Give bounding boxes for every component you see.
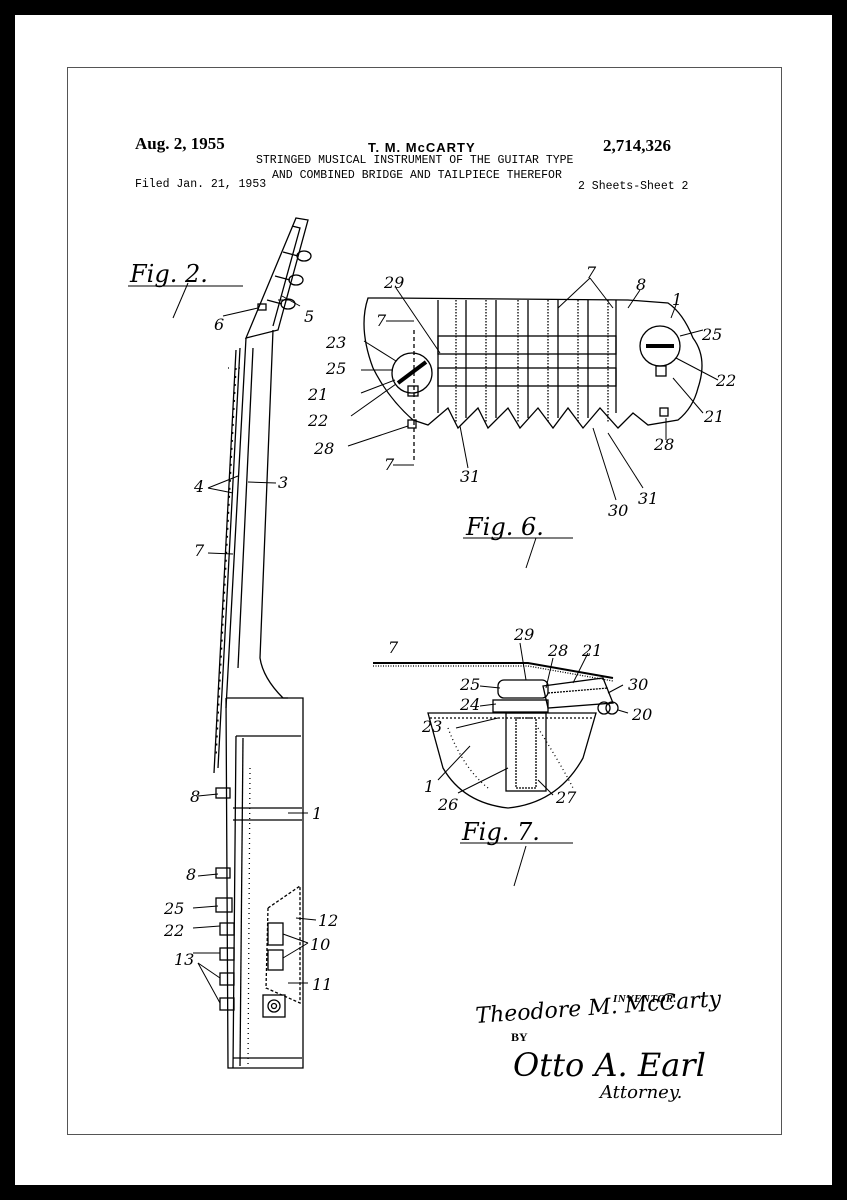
fig6-label: 28 xyxy=(653,435,674,454)
fig6-label: 21 xyxy=(703,407,724,426)
poster-mat: Aug. 2, 1955 T. M. McCARTY STRINGED MUSI… xyxy=(15,15,832,1185)
guitar-side-view xyxy=(213,217,312,1069)
fig6-label: 31 xyxy=(460,467,480,486)
fig7-label: 26 xyxy=(437,795,458,814)
fig7-label: 21 xyxy=(581,641,602,660)
fig2-title: Fig. 2. xyxy=(129,260,208,288)
fig2-label: 12 xyxy=(318,911,338,930)
fig2-leaders xyxy=(192,295,317,1004)
patent-number: 2,714,326 xyxy=(603,136,671,155)
fig6-label-group: 29 7 8 1 25 22 21 28 31 30 31 7 23 25 21… xyxy=(307,263,736,520)
fig7-label: 25 xyxy=(459,675,480,694)
fig7-label: 29 xyxy=(513,625,534,644)
fig7-leaders xyxy=(437,642,629,796)
fig6-label: 30 xyxy=(608,501,628,520)
title-line-2: AND COMBINED BRIDGE AND TAILPIECE THEREF… xyxy=(272,169,562,182)
fig2-label: 4 xyxy=(193,477,204,496)
patent-drawing: 6 5 4 3 7 8 1 8 25 22 13 12 10 11 29 7 8… xyxy=(128,217,736,1103)
fig7-title: Fig. 7. xyxy=(461,818,540,846)
fig2-label: 25 xyxy=(163,899,184,918)
filed-date: Filed Jan. 21, 1953 xyxy=(135,178,267,191)
sheet-count: 2 Sheets-Sheet 2 xyxy=(578,180,689,193)
fig2-label: 1 xyxy=(312,804,322,823)
by-label: BY xyxy=(511,1030,528,1044)
fig6-label: 28 xyxy=(313,439,334,458)
fig6-label: 29 xyxy=(383,273,404,292)
fig7-label: 20 xyxy=(631,705,652,724)
fig2-label: 8 xyxy=(190,787,200,806)
fig2-label: 10 xyxy=(310,935,330,954)
fig6-label: 7 xyxy=(586,263,597,282)
fig7-label: 7 xyxy=(388,638,399,657)
fig2-label: 8 xyxy=(186,865,196,884)
bridge-section-view xyxy=(373,662,619,809)
fig6-label: 21 xyxy=(307,385,328,404)
fig7-label: 30 xyxy=(628,675,648,694)
title-line-1: STRINGED MUSICAL INSTRUMENT OF THE GUITA… xyxy=(256,154,574,167)
fig2-label: 3 xyxy=(278,473,288,492)
fig2-label: 11 xyxy=(312,975,332,994)
inventor-heading: T. M. McCARTY xyxy=(368,140,476,155)
fig6-label: 23 xyxy=(325,333,346,352)
fig2-label: 6 xyxy=(214,315,224,334)
fig7-label: 27 xyxy=(555,788,577,807)
fig6-leaders xyxy=(347,277,719,501)
fig6-label: 31 xyxy=(638,489,658,508)
fig2-label: 22 xyxy=(163,921,184,940)
fig6-label: 25 xyxy=(325,359,346,378)
fig7-label: 23 xyxy=(421,717,442,736)
fig2-label-group: 6 5 4 3 7 8 1 8 25 22 13 12 10 11 xyxy=(163,307,338,994)
fig6-label: 7 xyxy=(384,455,395,474)
patent-sheet: Aug. 2, 1955 T. M. McCARTY STRINGED MUSI… xyxy=(67,67,782,1135)
fig6-label: 25 xyxy=(701,325,722,344)
attorney-label: Attorney. xyxy=(598,1082,682,1103)
bridge-top-view xyxy=(363,297,703,463)
inventor-label: INVENTOR. xyxy=(613,993,677,1005)
fig7-label-group: 7 29 28 21 30 25 24 20 23 1 26 27 xyxy=(388,625,652,814)
attorney-signature: Otto A. Earl xyxy=(513,1046,706,1084)
inventor-signature: Theodore M. McCarty xyxy=(475,987,723,1029)
fig6-title: Fig. 6. xyxy=(465,513,544,541)
fig2-label: 13 xyxy=(174,950,194,969)
fig6-label: 8 xyxy=(636,275,646,294)
fig6-label: 1 xyxy=(672,290,682,309)
fig6-label: 22 xyxy=(307,411,328,430)
fig7-label: 28 xyxy=(547,641,568,660)
fig7-label: 1 xyxy=(424,777,434,796)
fig7-label: 24 xyxy=(459,695,480,714)
patent-date: Aug. 2, 1955 xyxy=(135,134,225,153)
fig6-label: 7 xyxy=(376,311,387,330)
fig6-label: 22 xyxy=(715,371,736,390)
fig2-label: 7 xyxy=(194,541,205,560)
fig2-label: 5 xyxy=(304,307,314,326)
